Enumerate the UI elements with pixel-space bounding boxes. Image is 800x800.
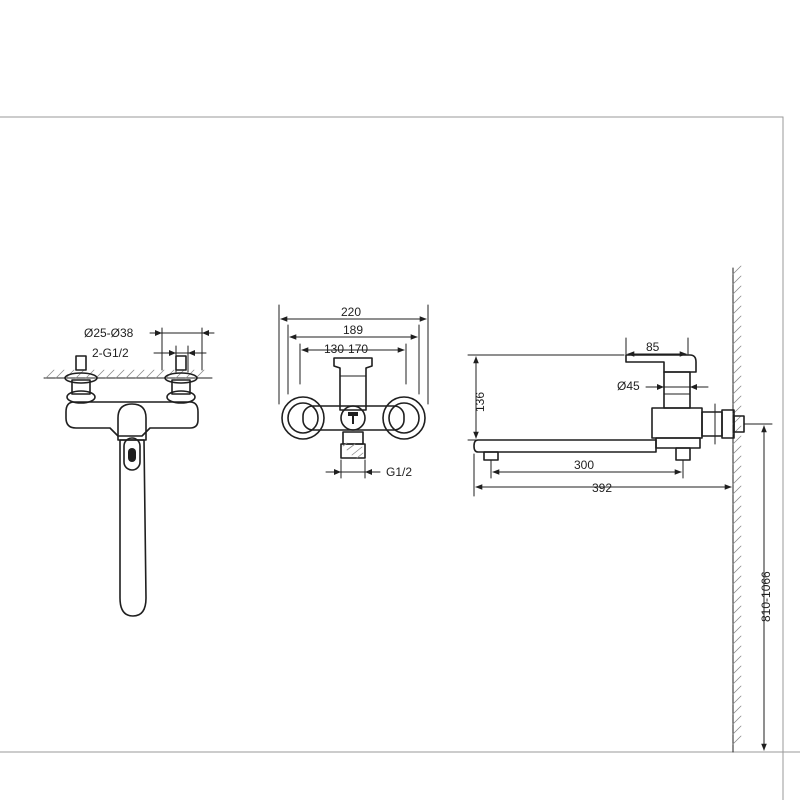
- total-reach-label: 392: [592, 481, 612, 495]
- overall-width-dimension: [278, 304, 429, 405]
- front-view: Ø25-Ø38 2-G1/2: [43, 326, 215, 617]
- lever-length-label: 85: [646, 340, 660, 354]
- inlet-thread-dimension: [153, 345, 207, 373]
- centres-range-dimension: [299, 343, 407, 385]
- overall-width-label: 220: [341, 305, 361, 319]
- side-spout: [473, 439, 657, 453]
- left-flange-top: [281, 396, 325, 440]
- body-diameter-dimension: [645, 377, 709, 397]
- inner-width-label: 189: [343, 323, 363, 337]
- body-diameter-label: Ø45: [617, 379, 640, 393]
- side-wall: [732, 265, 742, 753]
- left-eccentric-connector: [64, 355, 98, 404]
- height-label: 136: [473, 392, 487, 412]
- side-lever: [625, 354, 697, 373]
- right-flange-top: [382, 396, 426, 440]
- outlet-thread-dimension: [325, 459, 381, 479]
- mount-height-label: 810-1066: [759, 571, 773, 622]
- spout-aerator: [123, 437, 141, 471]
- top-view: 220 189 130-170: [278, 304, 429, 479]
- side-view: 85 Ø45 136 300 392: [467, 265, 773, 753]
- outlet-top: [342, 431, 364, 445]
- mount-height-dimension: [751, 423, 773, 751]
- pipe-diameter-label: Ø25-Ø38: [84, 326, 134, 340]
- inner-width-dimension: [287, 324, 420, 395]
- faucet-body: [65, 401, 199, 437]
- spout-reach-label: 300: [574, 458, 594, 472]
- spout-reach-dimension: [490, 459, 684, 479]
- spout: [119, 439, 147, 617]
- pipe-diameter-dimension: [149, 327, 215, 371]
- lever-length-dimension: [625, 337, 689, 357]
- diverter-knob: [117, 403, 147, 441]
- centres-range-label: 130-170: [324, 342, 368, 356]
- right-eccentric-connector: [164, 355, 198, 404]
- side-body: [651, 407, 703, 439]
- lever-top: [333, 357, 373, 411]
- total-reach-dimension: [473, 453, 732, 497]
- page-frame: [0, 116, 800, 800]
- height-dimension: [467, 354, 625, 441]
- inlet-thread-label: 2-G1/2: [92, 346, 129, 360]
- outlet-thread-label: G1/2: [386, 465, 412, 479]
- side-connector: [701, 403, 753, 445]
- diverter-top: [340, 405, 366, 431]
